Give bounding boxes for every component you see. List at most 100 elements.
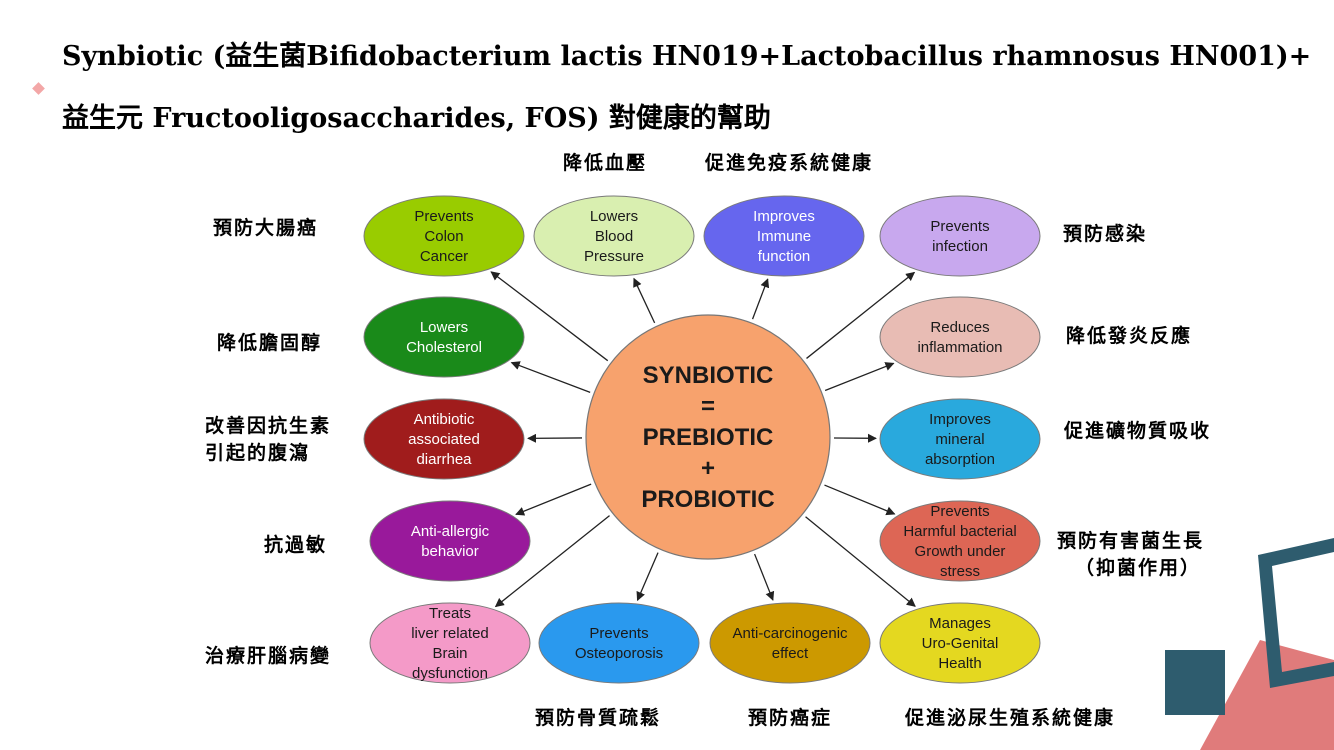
zh-line: 改善因抗生素	[205, 415, 332, 437]
zh-line: （抑菌作用）	[1075, 557, 1202, 579]
node-label-anti-carcinogenic: Anti-carcinogenic	[732, 625, 848, 642]
arrow-cholesterol	[510, 361, 591, 393]
arrow-infection	[806, 271, 916, 359]
center-label: =	[701, 393, 715, 420]
node-label-osteoporosis: Osteoporosis	[575, 645, 663, 662]
ellipse-infection	[879, 195, 1041, 277]
ellipse-cholesterol	[363, 296, 525, 378]
arrow-uro-genital	[805, 516, 916, 607]
center-label: PROBIOTIC	[641, 486, 774, 513]
zh-label-liver-brain: 治療肝腦病變	[205, 643, 331, 670]
center-label: SYNBIOTIC	[643, 362, 774, 389]
node-label-mineral-absorption: mineral	[935, 431, 984, 448]
node-label-colon-cancer: Colon	[424, 228, 463, 245]
corner-decoration	[1165, 538, 1334, 750]
zh-label-diarrhea: 改善因抗生素引起的腹瀉	[205, 413, 331, 467]
zh-line: 預防感染	[1063, 223, 1148, 245]
zh-line: 治療肝腦病變	[205, 645, 332, 667]
node-label-inflammation: Reduces	[930, 319, 989, 336]
ellipse-diarrhea	[363, 398, 525, 480]
arrow-harmful-bacterial	[824, 484, 896, 516]
node-infection: Prevents infection	[879, 195, 1041, 277]
ellipse-harmful-bacterial	[879, 500, 1041, 582]
ellipse-blood-pressure	[533, 195, 695, 277]
arrow-colon-cancer	[490, 271, 609, 362]
arrow-blood-pressure	[633, 277, 656, 324]
node-label-infection: infection	[932, 238, 988, 255]
node-label-harmful-bacterial: stress	[940, 563, 980, 580]
arrow-immune-function	[751, 278, 770, 320]
zh-line: 抗過敏	[264, 534, 328, 556]
node-label-harmful-bacterial: Growth under	[915, 543, 1006, 560]
zh-label-immune-function: 促進免疫系統健康	[705, 150, 873, 177]
node-label-anti-allergic: behavior	[421, 543, 479, 560]
node-label-colon-cancer: Cancer	[420, 248, 468, 265]
zh-label-inflammation: 降低發炎反應	[1066, 323, 1192, 350]
zh-line: 引起的腹瀉	[205, 442, 311, 464]
zh-line: 預防癌症	[748, 707, 833, 729]
zh-line: 促進免疫系統健康	[705, 152, 874, 174]
zh-line: 降低膽固醇	[217, 332, 323, 354]
arrow-osteoporosis	[636, 552, 659, 602]
title-line-1: Synbiotic (益生菌Bifidobacterium lactis HN0…	[62, 41, 1312, 72]
node-label-liver-brain: dysfunction	[412, 665, 488, 682]
salmon-shape	[1200, 640, 1334, 750]
zh-label-blood-pressure: 降低血壓	[563, 150, 647, 177]
zh-label-anti-allergic: 抗過敏	[264, 532, 327, 559]
arrow-liver-brain	[494, 515, 610, 608]
node-label-inflammation: inflammation	[917, 339, 1002, 356]
ellipse-immune-function	[703, 195, 865, 277]
node-label-liver-brain: Treats	[429, 605, 471, 622]
zh-line: 促進泌尿生殖系統健康	[905, 707, 1116, 729]
node-label-harmful-bacterial: Prevents	[930, 503, 989, 520]
node-label-osteoporosis: Prevents	[589, 625, 648, 642]
node-label-immune-function: Improves	[753, 208, 815, 225]
node-label-blood-pressure: Lowers	[590, 208, 638, 225]
center-circle	[585, 314, 831, 560]
node-label-diarrhea: Antibiotic	[414, 411, 475, 428]
node-label-immune-function: Immune	[757, 228, 811, 245]
zh-line: 降低發炎反應	[1066, 325, 1193, 347]
node-label-mineral-absorption: Improves	[929, 411, 991, 428]
node-label-colon-cancer: Prevents	[414, 208, 473, 225]
arrow-inflammation	[824, 362, 895, 392]
zh-label-anti-carcinogenic: 預防癌症	[748, 705, 832, 732]
node-label-anti-carcinogenic: effect	[772, 645, 809, 662]
node-label-blood-pressure: Blood	[595, 228, 633, 245]
teal-frame	[1258, 538, 1334, 688]
ellipse-mineral-absorption	[879, 398, 1041, 480]
node-label-liver-brain: Brain	[432, 645, 467, 662]
zh-label-cholesterol: 降低膽固醇	[217, 330, 322, 357]
center-label: PREBIOTIC	[643, 424, 774, 451]
arrow-anti-allergic	[515, 483, 592, 516]
center-label: +	[701, 455, 715, 482]
node-label-infection: Prevents	[930, 218, 989, 235]
ellipse-uro-genital	[879, 602, 1041, 684]
ellipse-liver-brain	[369, 602, 531, 684]
node-label-cholesterol: Cholesterol	[406, 339, 482, 356]
zh-label-mineral-absorption: 促進礦物質吸收	[1064, 418, 1211, 445]
zh-line: 預防有害菌生長	[1057, 530, 1205, 552]
node-label-uro-genital: Manages	[929, 615, 991, 632]
node-label-mineral-absorption: absorption	[925, 451, 995, 468]
node-anti-carcinogenic: Anti-carcinogenic effect	[709, 602, 871, 684]
zh-label-infection: 預防感染	[1063, 221, 1147, 248]
node-label-uro-genital: Uro-Genital	[922, 635, 999, 652]
node-label-diarrhea: associated	[408, 431, 480, 448]
zh-label-harmful-bacterial: 預防有害菌生長 （抑菌作用）	[1057, 528, 1204, 582]
node-mineral-absorption: Improves mineral absorption	[879, 398, 1041, 480]
ellipse-inflammation	[879, 296, 1041, 378]
zh-label-colon-cancer: 預防大腸癌	[213, 215, 318, 242]
zh-label-osteoporosis: 預防骨質疏鬆	[535, 705, 661, 732]
ellipse-anti-carcinogenic	[709, 602, 871, 684]
zh-line: 預防大腸癌	[213, 217, 319, 239]
